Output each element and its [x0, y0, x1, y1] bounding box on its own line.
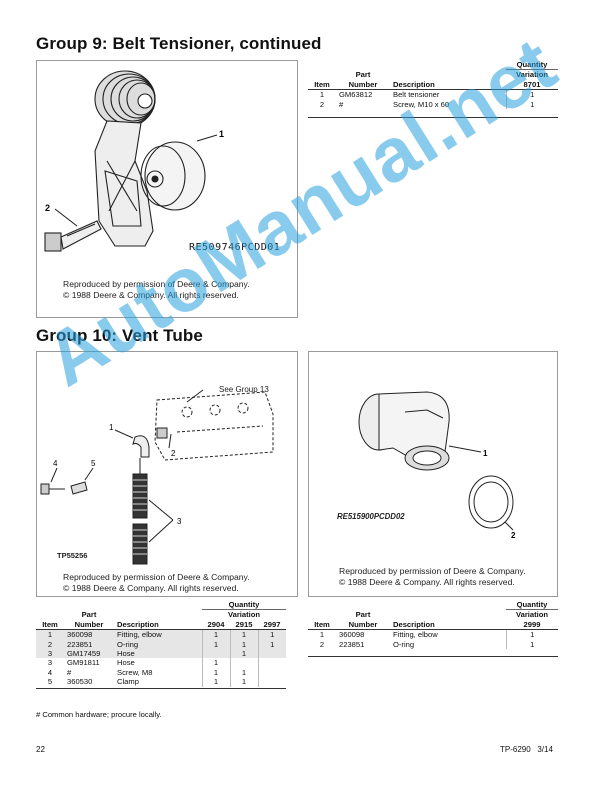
callout-4: 4 — [53, 459, 58, 468]
see-group-note: See Group 13 — [219, 385, 269, 394]
vent-tube-figure-right: 1 2 RE515900PCDD02 Reproduced by permiss… — [308, 351, 558, 597]
table-row: 2 223851 O-ring 1 1 1 — [36, 639, 286, 650]
variation-header: Variation — [515, 610, 549, 620]
table-row: 3 GM91811 Hose 1 — [36, 658, 286, 668]
variation-8701: 8701 — [506, 79, 558, 91]
number-header: Number — [336, 619, 390, 631]
table-end-rule — [308, 656, 558, 657]
table-row: 3 GM17459 Hose 1 — [36, 649, 286, 659]
group10-right-parts-table: Quantity Part Variation Item Number Desc… — [308, 600, 558, 650]
group10-left-parts-table: Quantity Part Variation Item Number Desc… — [36, 600, 286, 687]
description-header: Description — [390, 619, 506, 631]
quantity-header: Quantity — [506, 60, 558, 71]
part-header: Part — [81, 610, 97, 620]
part-header: Part — [355, 610, 371, 620]
description-header: Description — [390, 79, 506, 91]
quantity-header: Quantity — [506, 600, 558, 611]
quantity-header: Quantity — [202, 600, 286, 611]
callout-1: 1 — [109, 423, 114, 432]
item-header: Item — [308, 79, 336, 91]
figure-credit: Reproduced by permission of Deere & Comp… — [339, 566, 526, 587]
table-end-rule — [36, 688, 286, 689]
number-header: Number — [336, 79, 390, 91]
table-row: 2 # Screw, M10 x 60 1 — [308, 99, 558, 110]
table-row: 4 # Screw, M8 1 1 — [36, 667, 286, 678]
table-row: 1 360098 Fitting, elbow 1 1 1 — [36, 629, 286, 640]
variation-2904: 2904 — [202, 619, 230, 631]
group10-title: Group 10: Vent Tube — [36, 326, 203, 345]
page-number: 22 — [36, 745, 45, 754]
callout-1: 1 — [219, 129, 224, 139]
doc-code: TP-6290 3/14 — [500, 745, 553, 754]
description-header: Description — [114, 619, 202, 631]
table-end-rule — [308, 117, 558, 118]
variation-2915: 2915 — [230, 619, 258, 631]
group9-title: Group 9: Belt Tensioner, continued — [36, 34, 322, 53]
callout-2: 2 — [45, 203, 50, 213]
number-header: Number — [64, 619, 114, 631]
table-row: 1 GM63812 Belt tensioner 1 — [308, 89, 558, 100]
figure-code: RE509746PCDD01 — [189, 242, 281, 253]
group9-parts-table: Quantity Part Variation Item Number Desc… — [308, 60, 558, 110]
item-header: Item — [36, 619, 64, 631]
callout-5: 5 — [91, 459, 96, 468]
group9-figure: 1 2 RE509746PCDD01 Reproduced by permiss… — [36, 60, 298, 318]
table-row: 2 223851 O-ring 1 — [308, 639, 558, 650]
vent-tube-figure-left: 1 2 3 4 5 See Group 13 TP55256 Reproduce… — [36, 351, 298, 597]
figure-code: TP55256 — [57, 551, 88, 560]
variation-2997: 2997 — [258, 619, 286, 631]
table-row: 1 360098 Fitting, elbow 1 — [308, 629, 558, 640]
part-header: Part — [355, 70, 371, 80]
footnote: # Common hardware; procure locally. — [36, 710, 162, 719]
callout-2: 2 — [171, 449, 176, 458]
callout-2: 2 — [511, 531, 516, 540]
callout-1: 1 — [483, 449, 488, 458]
belt-tensioner-drawing: 1 2 — [44, 70, 224, 252]
vent-tube-drawing: 1 2 3 4 5 — [40, 389, 274, 565]
table-row: 5 360530 Clamp 1 1 — [36, 677, 286, 687]
figure-code: RE515900PCDD02 — [337, 512, 405, 521]
figure-credit: Reproduced by permission of Deere & Comp… — [63, 279, 250, 300]
item-header: Item — [308, 619, 336, 631]
callout-3: 3 — [177, 517, 182, 526]
variation-header: Variation — [515, 70, 549, 80]
elbow-fitting-drawing: 1 2 — [358, 391, 516, 540]
variation-2999: 2999 — [506, 619, 558, 631]
variation-header: Variation — [227, 610, 261, 620]
figure-credit: Reproduced by permission of Deere & Comp… — [63, 572, 250, 593]
